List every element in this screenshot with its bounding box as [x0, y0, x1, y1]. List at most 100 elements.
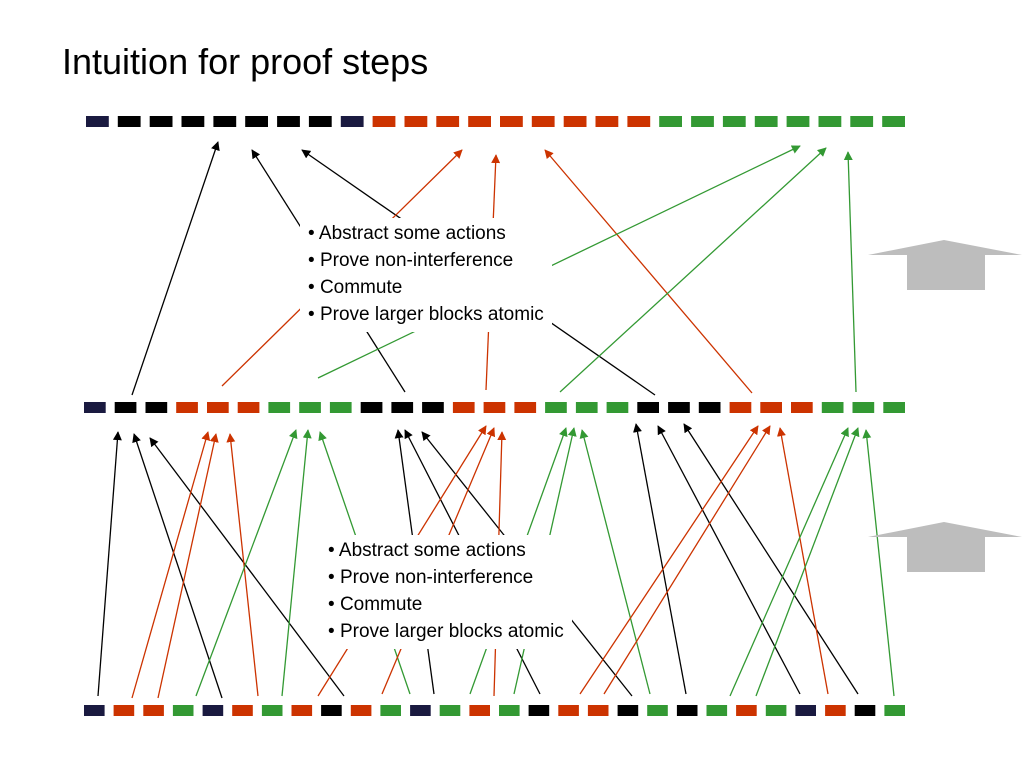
action-segment: [575, 402, 598, 413]
action-segment: [299, 402, 321, 413]
action-segment: [795, 705, 816, 716]
action-segment: [883, 402, 905, 413]
callout-item: Abstract some actions: [328, 537, 564, 564]
action-segment: [722, 116, 746, 127]
action-segment: [760, 402, 782, 413]
callout-item: Commute: [308, 274, 544, 301]
action-segment: [729, 402, 752, 413]
mapping-arrow: [755, 427, 860, 697]
action-segment: [439, 705, 461, 716]
action-segment: [825, 705, 846, 716]
action-segment: [499, 705, 520, 716]
mapping-arrow: [603, 425, 771, 695]
action-segment: [145, 402, 168, 413]
action-segment: [329, 402, 352, 413]
callout-item: Commute: [328, 591, 564, 618]
callout-item: Abstract some actions: [308, 220, 544, 247]
row-bottom: [84, 705, 905, 716]
action-segment: [884, 705, 905, 716]
action-segment: [113, 705, 135, 716]
action-segment: [531, 116, 555, 127]
action-segment: [143, 705, 164, 716]
action-segment: [469, 705, 490, 716]
action-segment: [528, 705, 550, 716]
mapping-arrow: [195, 429, 298, 697]
action-segment: [659, 116, 682, 127]
action-segment: [422, 402, 444, 413]
action-segment: [545, 402, 567, 413]
action-segment: [754, 116, 778, 127]
action-segment: [321, 705, 342, 716]
action-segment: [676, 705, 698, 716]
action-segment: [637, 402, 659, 413]
action-segment: [852, 402, 875, 413]
action-segment: [291, 705, 313, 716]
callout-item: Prove non-interference: [328, 564, 564, 591]
mapping-arrow: [157, 433, 219, 699]
slide-title: Intuition for proof steps: [62, 41, 429, 82]
action-segment: [410, 705, 431, 716]
mapping-arrow: [149, 437, 345, 697]
action-segment: [245, 116, 268, 127]
mapping-arrow: [579, 425, 759, 695]
up-block-arrow-icon: [868, 240, 1022, 290]
action-segment: [668, 402, 690, 413]
action-segment: [558, 705, 579, 716]
mapping-arrow: [132, 433, 223, 699]
callout-item: Prove larger blocks atomic: [308, 301, 544, 328]
action-segment: [821, 402, 844, 413]
mapping-arrow: [729, 427, 849, 697]
mapping-arrow: [657, 425, 801, 695]
action-segment: [436, 116, 460, 127]
up-block-arrow-icon: [868, 522, 1022, 572]
mapping-arrow: [559, 147, 827, 393]
action-segment: [606, 402, 629, 413]
action-segment: [691, 116, 714, 127]
callout-item: Prove larger blocks atomic: [328, 618, 564, 645]
action-segment: [380, 705, 401, 716]
action-segment: [500, 116, 523, 127]
mapping-arrow: [281, 429, 312, 697]
action-segment: [850, 116, 874, 127]
action-segment: [765, 705, 787, 716]
action-segment: [114, 402, 137, 413]
action-segment: [647, 705, 668, 716]
action-segment: [698, 402, 721, 413]
action-segment: [391, 402, 414, 413]
action-segment: [308, 116, 332, 127]
action-segment: [84, 705, 105, 716]
action-segment: [117, 116, 141, 127]
action-segment: [340, 116, 364, 127]
callout-lower-step: Abstract some actions Prove non-interfer…: [320, 535, 572, 649]
row-top: [86, 116, 905, 127]
mapping-arrow: [862, 429, 895, 697]
mapping-arrow: [633, 423, 687, 695]
mapping-arrow: [544, 149, 753, 394]
action-segment: [207, 402, 229, 413]
action-segment: [232, 705, 253, 716]
mapping-arrow: [131, 141, 220, 396]
row-middle: [84, 402, 905, 413]
action-segment: [468, 116, 491, 127]
action-segment: [595, 116, 619, 127]
action-segment: [452, 402, 475, 413]
action-segment: [514, 402, 537, 413]
mapping-arrow: [843, 151, 857, 393]
action-segment: [587, 705, 609, 716]
action-segment: [277, 116, 300, 127]
action-segment: [818, 116, 842, 127]
action-segment: [791, 402, 813, 413]
action-segment: [854, 705, 876, 716]
action-segment: [627, 116, 651, 127]
action-segment: [176, 402, 198, 413]
mapping-arrow: [97, 431, 122, 697]
mapping-arrow: [317, 145, 801, 379]
action-segment: [181, 116, 205, 127]
mapping-arrow: [683, 423, 859, 695]
action-segment: [261, 705, 283, 716]
block-arrow-layer: [868, 240, 1022, 572]
action-segment: [237, 402, 260, 413]
action-segment: [268, 402, 291, 413]
action-segment: [786, 116, 810, 127]
